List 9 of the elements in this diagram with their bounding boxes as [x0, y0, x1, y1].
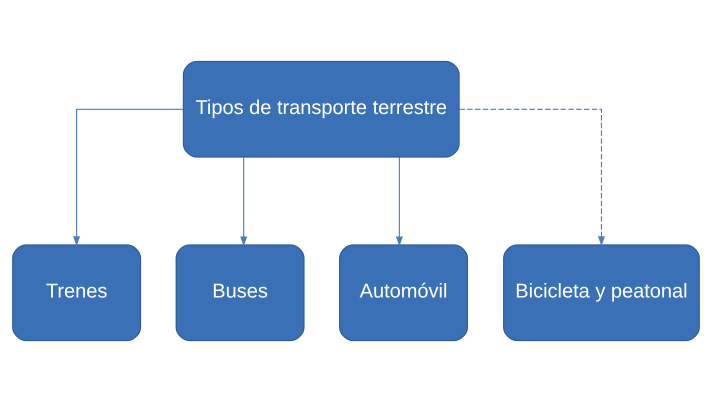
arrow: [396, 156, 403, 246]
node-box: Automóvil: [339, 244, 468, 341]
arrow: [240, 156, 248, 246]
node-box: Trenes: [12, 244, 142, 341]
arrow: [459, 108, 605, 246]
node-box: Buses: [176, 244, 305, 341]
node-box: Tipos de transporte terrestre: [182, 60, 460, 158]
arrow: [73, 108, 184, 246]
node-box: Bicicleta y peatonal: [503, 244, 700, 341]
